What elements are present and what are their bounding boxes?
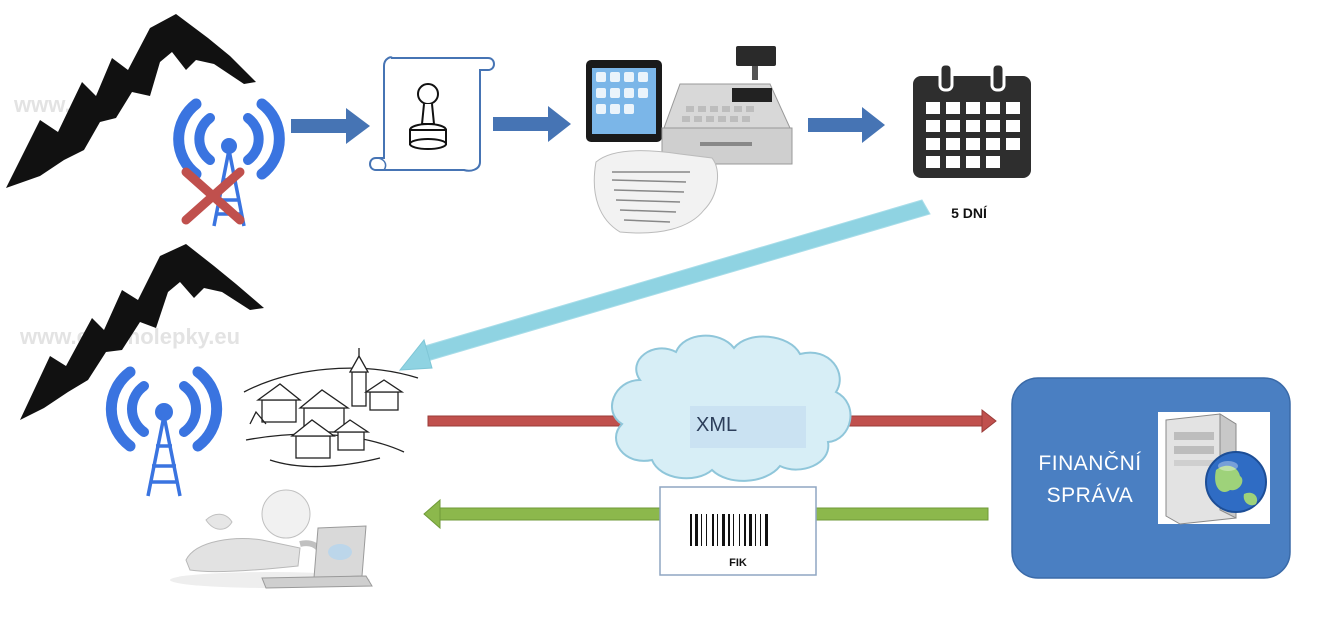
person-laptop-icon [170,489,373,589]
fik-label: FIK [729,557,747,569]
days-label: 5 DNÍ [951,205,987,221]
arrow-calendar-to-village [398,199,931,371]
stamp-scroll-icon [369,56,495,172]
mountain-icon [6,14,256,188]
server-globe-icon [1158,412,1270,525]
fik-barcode-card [659,486,817,576]
xml-label: XML [696,414,738,436]
financni-sprava-line2: SPRÁVA [1046,484,1134,507]
red-x-icon [181,167,245,225]
cloud-icon [611,334,852,482]
arrow-register-to-calendar [808,107,885,143]
tablet-icon [586,60,662,142]
mountain-icon [20,244,264,420]
arrow-tower-to-stamp [291,108,370,144]
signal-tower-icon [105,366,223,497]
signal-tower-icon [173,98,285,227]
arrow-stamp-to-register [493,106,571,142]
village-sketch-icon [243,348,419,468]
financni-sprava-line1: FINANČNÍ [1038,452,1142,475]
barcode-icon [690,514,768,546]
calendar-icon [913,62,1031,178]
cash-register-icon [661,46,793,165]
receipt-icon [593,150,719,234]
